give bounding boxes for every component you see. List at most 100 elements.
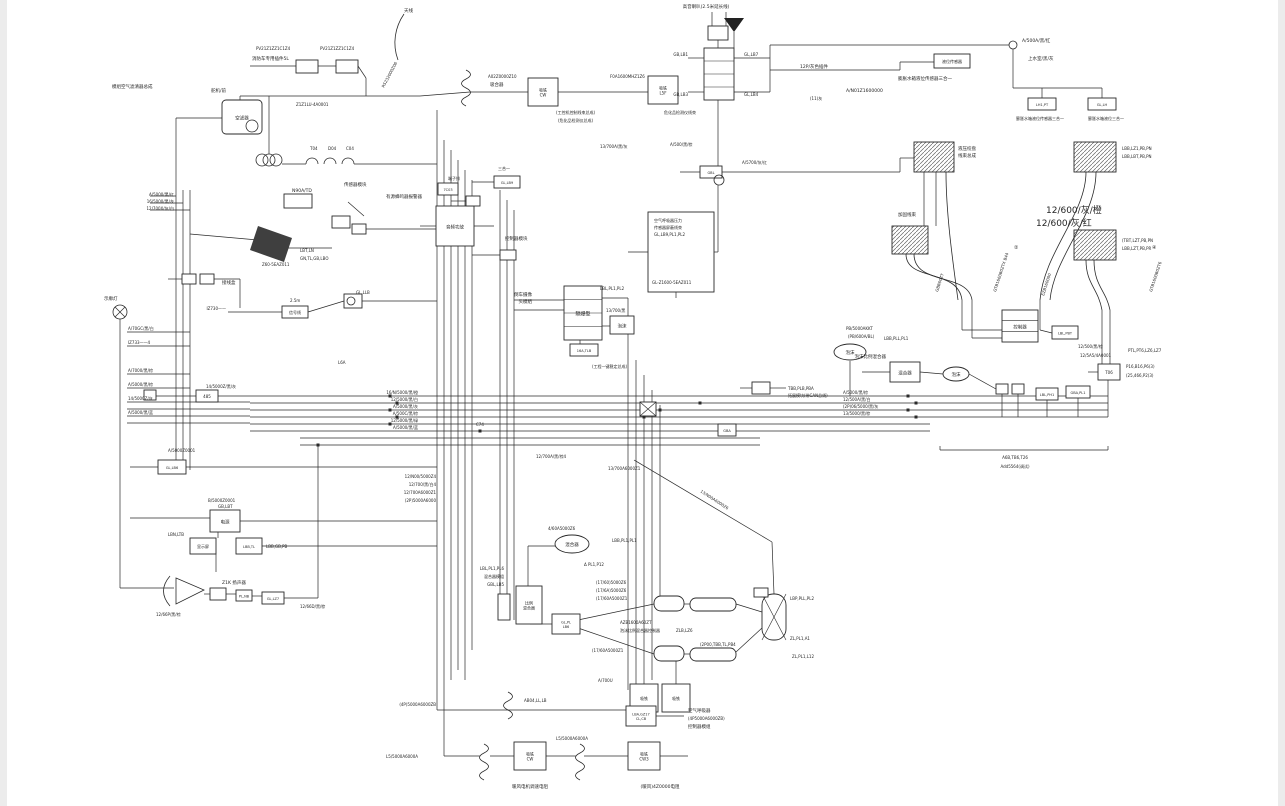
scan-edge-left	[0, 0, 7, 806]
diagram-label: 2.5m	[290, 298, 300, 303]
diagram-label: L5/5000A6000A	[386, 754, 418, 759]
diagram-label: (2P00,TBB,TL,PB4	[700, 642, 736, 647]
diagram-label: LBB,LBT,PB,PN	[1122, 154, 1152, 159]
diagram-label: Z1Z1LU-4A0001	[296, 102, 329, 107]
hatched-module	[1073, 229, 1117, 261]
circle-symbol	[245, 119, 259, 133]
diagram-label: (2P)5000A6000	[405, 498, 437, 503]
diagram-label: RS232000Z06	[380, 61, 398, 89]
junction-node	[906, 408, 910, 412]
tank	[689, 647, 737, 662]
diagram-label: 模组空气滤清器总成	[112, 83, 153, 90]
diagram-label: 三合一	[498, 165, 510, 171]
harness-curve	[913, 253, 973, 301]
diagram-label: (暖风)4Z0000电阻	[641, 783, 680, 790]
diagram-label: PV21Z1ZZ1C1Z4	[320, 46, 355, 51]
diagram-label: TBB,PLB,PBA	[787, 386, 814, 391]
component-label: LBL,PBT	[1058, 331, 1073, 335]
diagram-label: 高音喇叭(2.5米延长线)	[683, 3, 730, 10]
wire	[419, 91, 471, 97]
diagram-label: 13/700A6000Z1	[608, 466, 641, 471]
cross-mark	[639, 401, 657, 417]
diagram-label: AZB1600A60ZT	[620, 620, 652, 625]
diagram-label: GBB60ZT	[934, 272, 945, 292]
junction-node	[642, 415, 646, 419]
component-label: 显示屏	[197, 543, 209, 549]
diagram-label: ZL,PL1,L12	[792, 654, 814, 659]
diagram-label: GL,LB9,PL1,PL2	[654, 232, 685, 237]
component-label: 信号线	[289, 309, 301, 315]
diagram-label: GL-Z1600-5EAZ011	[652, 280, 692, 285]
component-label: 控制器	[1013, 323, 1027, 330]
diagram-label: LBB,LZ1,PB,PN	[1122, 146, 1152, 151]
diagram-label: 12/700A6000Z1	[404, 490, 437, 495]
terminal-loops	[305, 157, 355, 165]
relay-box	[647, 75, 679, 105]
component-box	[157, 459, 187, 475]
diagram-label: PV21Z1ZZ1C1Z4	[256, 46, 291, 51]
foam-ellipse	[833, 343, 867, 361]
diagram-label: A/70GC/黑/白	[128, 325, 154, 331]
diagram-label: A02Z0000Z10	[488, 74, 517, 79]
foam-ellipse	[554, 534, 590, 554]
diagram-label: L5/5000A6000A	[556, 736, 588, 741]
diagram-label: (危化品检测仪总成)	[558, 117, 594, 123]
horn-funnel	[724, 18, 744, 32]
diagram-label: A/5000/黑/棕	[843, 389, 868, 395]
diagram-label: LBB,LZT,PB,PR	[1122, 246, 1152, 251]
diagram-label: 膨胀水箱液位传感器三合一	[1016, 115, 1064, 121]
circle-symbol	[1008, 40, 1018, 50]
component-box	[1027, 97, 1057, 111]
diagram-label: 拓展模块(带CAN总线)	[788, 392, 828, 398]
component-box	[351, 223, 367, 235]
diagram-label: GL,LB7	[744, 52, 759, 57]
diagram-label: GB,LB3	[673, 92, 688, 97]
diagram-label: ZLB,LZ6	[676, 628, 693, 633]
diagram-label: 13/5000/黑/棕	[843, 410, 870, 416]
diagram-label: PTL,PT6,LZ6,LZ7	[1128, 348, 1162, 353]
component-label: 泡沫	[618, 322, 627, 329]
diagram-label: A/500C/黑/棕	[393, 410, 418, 416]
diagram-label: GB,LB1	[673, 52, 688, 57]
diagram-label: B/5000Z0001	[208, 498, 236, 503]
diagram-label: LBB,PL1,PL1	[612, 538, 637, 543]
diagram-label: 有源蜂鸣器报警器	[386, 193, 422, 200]
controller	[1001, 309, 1039, 343]
mixer	[889, 361, 921, 383]
power-module	[209, 509, 241, 533]
component-box	[499, 249, 517, 261]
junction-node	[658, 408, 662, 412]
component-label: GBL	[707, 171, 714, 175]
component-box	[699, 165, 723, 179]
diagram-label: GTB1660B0ZTX B44	[992, 252, 1009, 293]
display-module	[189, 537, 217, 555]
diagram-label: 传感器屏蔽线束	[654, 224, 682, 230]
component-label: 7C03	[443, 188, 452, 192]
diagram-label: 上水室/黑/灰	[1028, 55, 1054, 62]
diagram-label: 12/5000/黑/绿	[391, 417, 418, 423]
diagram-label: IZ730——	[206, 306, 226, 311]
diagram-label: PB/5000AKKT	[846, 326, 873, 331]
component-label: 液位传感器	[942, 58, 962, 64]
diagram-label: ZL,PL1,A1	[790, 636, 810, 641]
relay-box	[661, 683, 691, 713]
diagram-label: 舵机/前	[211, 87, 227, 94]
diagram-label: 12/5000/黑/白	[391, 396, 418, 402]
diagram-label: GL,LB4	[744, 92, 759, 97]
component-label: 空滤器	[235, 114, 249, 121]
coil	[479, 743, 489, 781]
circle-symbol	[713, 174, 725, 186]
diagram-label: 控制器模块	[505, 235, 528, 242]
component-box	[1087, 97, 1117, 111]
antenna-curve	[394, 13, 405, 61]
diagram-label: 12/600/灰/橙	[1046, 204, 1102, 216]
diagram-label: 12/66P/黑/棕	[156, 611, 181, 617]
component-label: 音频功放	[446, 223, 464, 230]
diagram-label: GN,TL,GB,LBO	[300, 256, 328, 261]
diagram-label: 膨胀水箱液位传感器三合一	[898, 75, 952, 82]
component-box	[1097, 363, 1121, 381]
diagram-label: 空气呼吸器压力	[654, 217, 682, 223]
diagram-label: 12/500/黑/棕	[1078, 343, 1103, 349]
component-box	[295, 59, 319, 74]
